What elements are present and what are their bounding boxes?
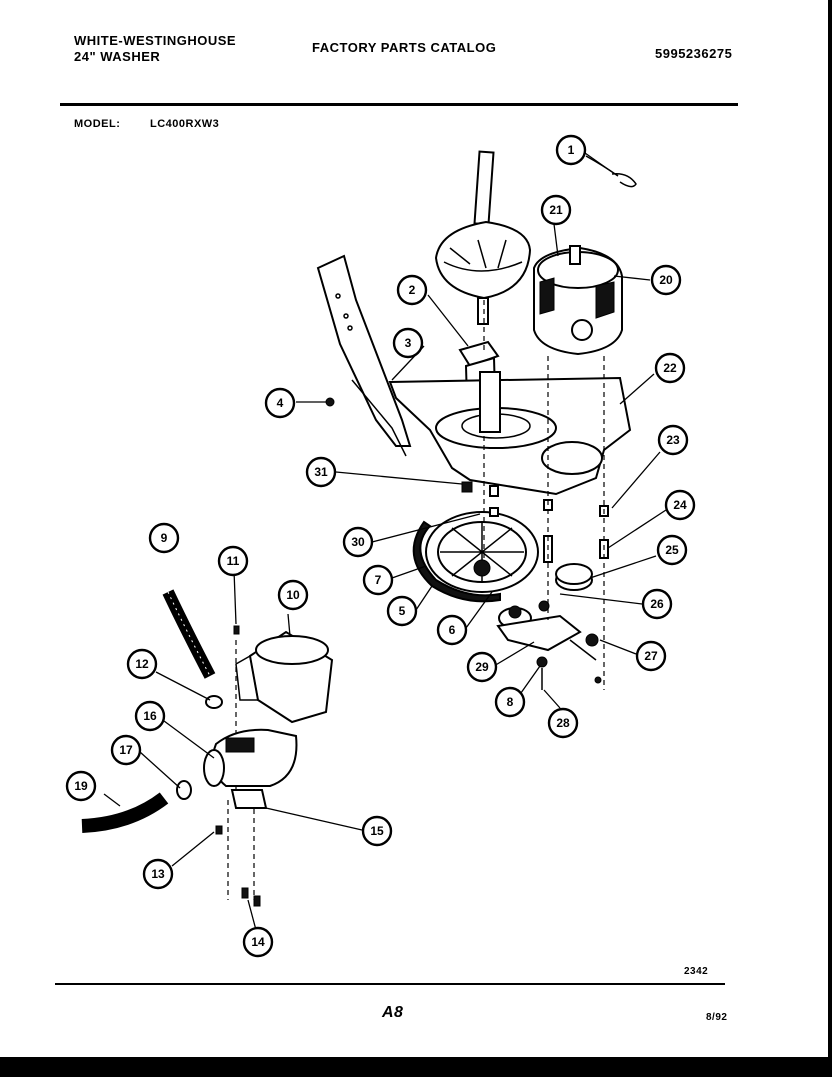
footer-rule — [55, 983, 725, 985]
callout-9: 9 — [148, 522, 180, 554]
callout-21: 21 — [540, 194, 572, 226]
svg-text:10: 10 — [286, 588, 300, 602]
callout-23: 23 — [657, 424, 689, 456]
callout-15: 15 — [361, 815, 393, 847]
callout-27: 27 — [635, 640, 667, 672]
alignment-lines — [227, 300, 605, 900]
callout-24: 24 — [664, 489, 696, 521]
callout-29: 29 — [466, 651, 498, 683]
callout-31: 31 — [305, 456, 337, 488]
svg-text:9: 9 — [161, 531, 168, 545]
callout-4: 4 — [264, 387, 296, 419]
svg-text:28: 28 — [556, 716, 570, 730]
callout-11: 11 — [217, 545, 249, 577]
callout-6: 6 — [436, 614, 468, 646]
svg-text:27: 27 — [644, 649, 658, 663]
callout-8: 8 — [494, 686, 526, 718]
svg-text:2: 2 — [409, 283, 416, 297]
svg-text:25: 25 — [665, 543, 679, 557]
svg-text:21: 21 — [549, 203, 563, 217]
svg-text:15: 15 — [370, 824, 384, 838]
callout-5: 5 — [386, 595, 418, 627]
callout-19: 19 — [65, 770, 97, 802]
svg-text:12: 12 — [135, 657, 149, 671]
svg-text:23: 23 — [666, 433, 680, 447]
transmission-assembly — [434, 150, 532, 325]
model-value: LC400RXW3 — [150, 118, 220, 130]
callout-28: 28 — [547, 707, 579, 739]
clamps-and-screws — [176, 625, 261, 907]
svg-text:17: 17 — [119, 743, 133, 757]
svg-text:30: 30 — [351, 535, 365, 549]
catalog-title: FACTORY PARTS CATALOG — [312, 40, 497, 55]
part-22-mounting-plate — [388, 371, 632, 496]
svg-text:20: 20 — [659, 273, 673, 287]
drain-pump-assembly — [203, 630, 334, 809]
callout-30: 30 — [342, 526, 374, 558]
callout-2: 2 — [396, 274, 428, 306]
manufacturer-title: WHITE-WESTINGHOUSE — [74, 33, 237, 48]
catalog-number: 5995236275 — [655, 46, 733, 61]
drive-motor — [533, 245, 623, 356]
svg-text:5: 5 — [399, 604, 406, 618]
svg-text:7: 7 — [375, 573, 382, 587]
callout-20: 20 — [650, 264, 682, 296]
callout-1: 1 — [555, 134, 587, 166]
callout-14: 14 — [242, 926, 274, 958]
svg-text:22: 22 — [663, 361, 677, 375]
svg-text:8: 8 — [507, 695, 514, 709]
callout-13: 13 — [142, 858, 174, 890]
svg-text:14: 14 — [251, 935, 265, 949]
product-title: 24" WASHER — [74, 49, 161, 64]
callout-17: 17 — [110, 734, 142, 766]
svg-text:24: 24 — [673, 498, 687, 512]
svg-text:4: 4 — [277, 396, 284, 410]
callout-16: 16 — [134, 700, 166, 732]
svg-text:1: 1 — [568, 143, 575, 157]
drive-pulley-and-belt — [412, 511, 539, 603]
callout-7: 7 — [362, 564, 394, 596]
svg-text:26: 26 — [650, 597, 664, 611]
part-19-hose — [81, 792, 169, 833]
header-rule — [60, 103, 738, 106]
callout-25: 25 — [656, 534, 688, 566]
page-number: A8 — [382, 1004, 404, 1021]
svg-text:29: 29 — [475, 660, 489, 674]
callout-3: 3 — [392, 327, 424, 359]
page-border-bottom — [0, 1057, 832, 1077]
model-label: MODEL: — [74, 118, 121, 130]
svg-text:31: 31 — [314, 465, 328, 479]
svg-text:13: 13 — [151, 867, 165, 881]
svg-text:16: 16 — [143, 709, 157, 723]
callout-26: 26 — [641, 588, 673, 620]
page-border-right — [828, 0, 832, 1077]
svg-text:19: 19 — [74, 779, 88, 793]
callout-12: 12 — [126, 648, 158, 680]
figure-number: 2342 — [684, 966, 709, 977]
callout-22: 22 — [654, 352, 686, 384]
part-4-bracket — [316, 254, 412, 457]
leader-lines — [103, 152, 667, 931]
callout-10: 10 — [277, 579, 309, 611]
svg-text:11: 11 — [227, 554, 240, 568]
svg-text:3: 3 — [405, 336, 412, 350]
motor-pulley-and-idler — [496, 563, 602, 690]
part-9-hose — [162, 589, 216, 679]
svg-text:6: 6 — [449, 623, 456, 637]
revision-date: 8/92 — [706, 1012, 728, 1023]
